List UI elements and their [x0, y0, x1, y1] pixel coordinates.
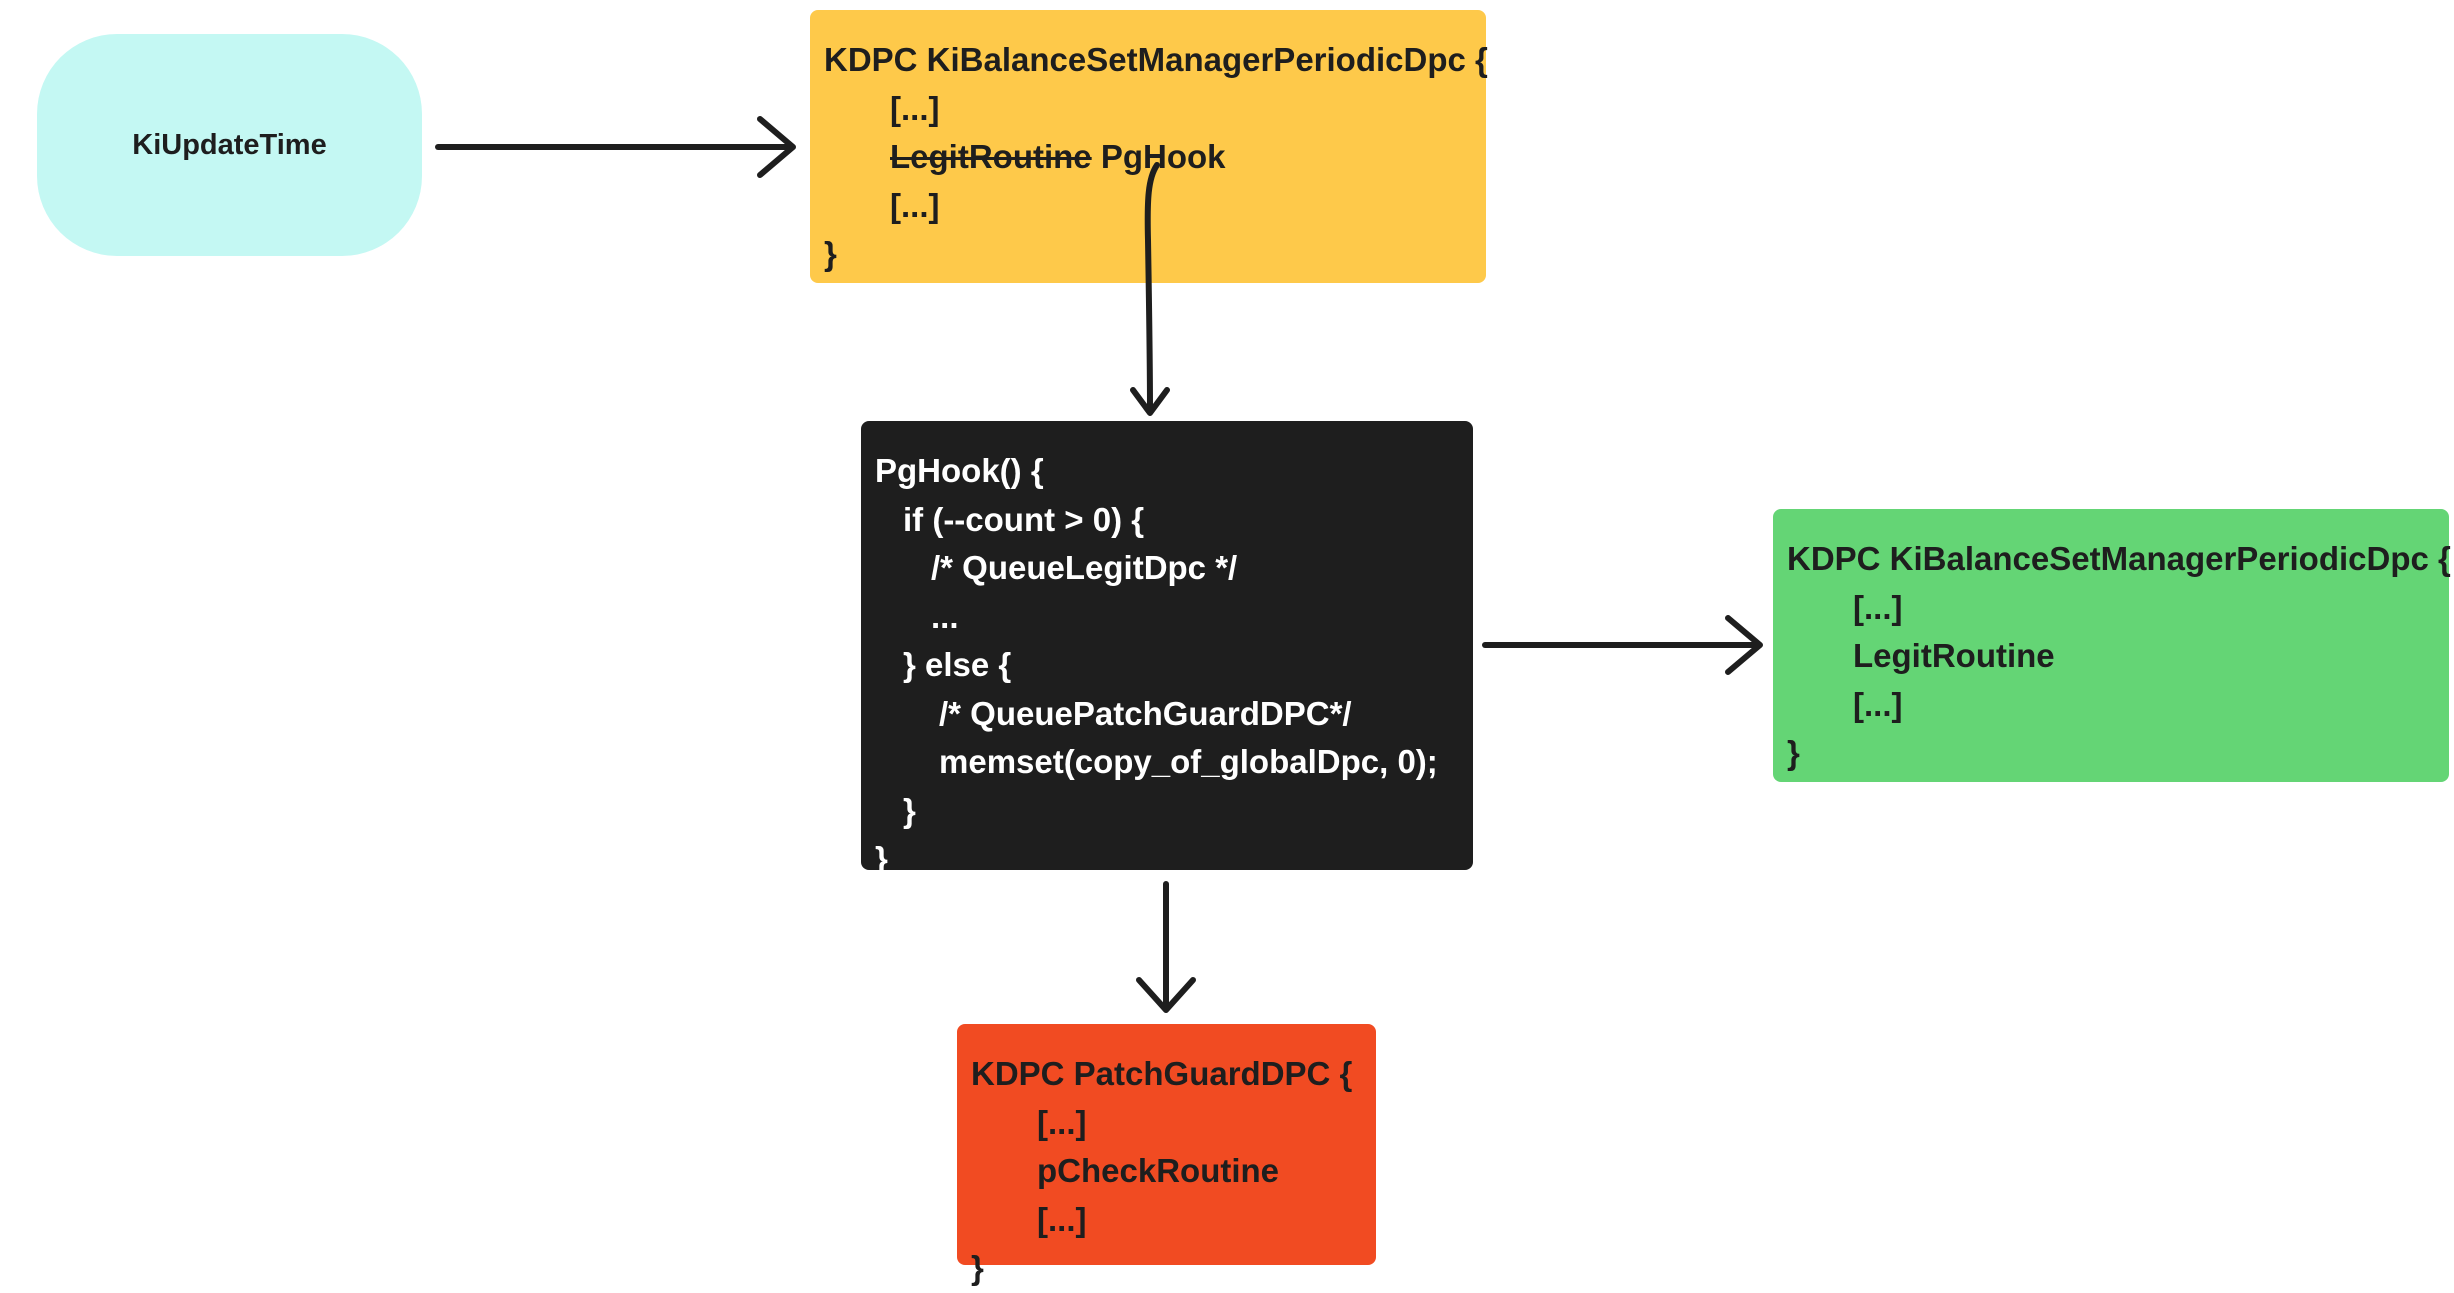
- legit-dpc-box: KDPC KiBalanceSetManagerPeriodicDpc { [..…: [1773, 509, 2451, 782]
- pghook-function-box: PgHook() { if (--count > 0) { /* QueueLegi…: [861, 421, 1473, 877]
- pghook-routine: PgHook: [1100, 138, 1226, 175]
- hooked-dpc-ellipsis-bottom: [...]: [890, 186, 940, 224]
- struck-legit-routine: LegitRoutine: [890, 138, 1092, 175]
- legit-dpc-ellipsis-top: [...]: [1853, 588, 1903, 626]
- hooked-dpc-close: }: [824, 235, 837, 272]
- ki-update-time-node: KiUpdateTime: [37, 34, 422, 256]
- patchguard-dpc-routine: pCheckRoutine: [1037, 1152, 1280, 1189]
- pghook-line-queue-patchguard-comment: /* QueuePatchGuardDPC*/: [939, 694, 1352, 732]
- pghook-line-queue-legit-comment: /* QueueLegitDpc */: [931, 549, 1238, 586]
- patchguard-dpc-box: KDPC PatchGuardDPC { [...] pCheckRoutine [.…: [957, 1024, 1376, 1286]
- patchguard-dpc-header: KDPC PatchGuardDPC {: [971, 1055, 1353, 1092]
- legit-dpc-ellipsis-bottom: [...]: [1853, 685, 1903, 723]
- legit-dpc-header: KDPC KiBalanceSetManagerPeriodicDpc {: [1787, 540, 2451, 577]
- ki-update-time-label: KiUpdateTime: [132, 128, 327, 161]
- patchguard-dpc-close: }: [971, 1249, 984, 1286]
- hooked-dpc-box: KDPC KiBalanceSetManagerPeriodicDpc { [..…: [810, 10, 1488, 283]
- pghook-line-ellipsis: ...: [931, 597, 959, 635]
- arrow-start-to-hooked-dpc: [435, 116, 796, 178]
- hooked-dpc-header: KDPC KiBalanceSetManagerPeriodicDpc {: [824, 41, 1488, 78]
- arrow-function-to-legit-dpc: [1482, 615, 1763, 675]
- arrow-function-to-patchguard-dpc: [1136, 881, 1196, 1013]
- pghook-line-memset: memset(copy_of_globalDpc, 0);: [939, 743, 1438, 780]
- hooked-dpc-ellipsis-top: [...]: [890, 89, 940, 127]
- pghook-line-else: } else {: [903, 646, 1012, 683]
- pghook-line-close-function: }: [875, 840, 888, 877]
- legit-dpc-routine: LegitRoutine: [1853, 637, 2055, 674]
- pghook-line-close-else: }: [903, 791, 916, 829]
- pghook-line-signature: PgHook() {: [875, 452, 1044, 489]
- legit-dpc-close: }: [1787, 734, 1800, 771]
- pghook-line-if: if (--count > 0) {: [903, 500, 1145, 538]
- hooked-dpc-routine-line: LegitRoutine PgHook: [824, 133, 1486, 182]
- patchguard-dpc-ellipsis-bottom: [...]: [1037, 1200, 1087, 1238]
- patchguard-dpc-ellipsis-top: [...]: [1037, 1103, 1087, 1141]
